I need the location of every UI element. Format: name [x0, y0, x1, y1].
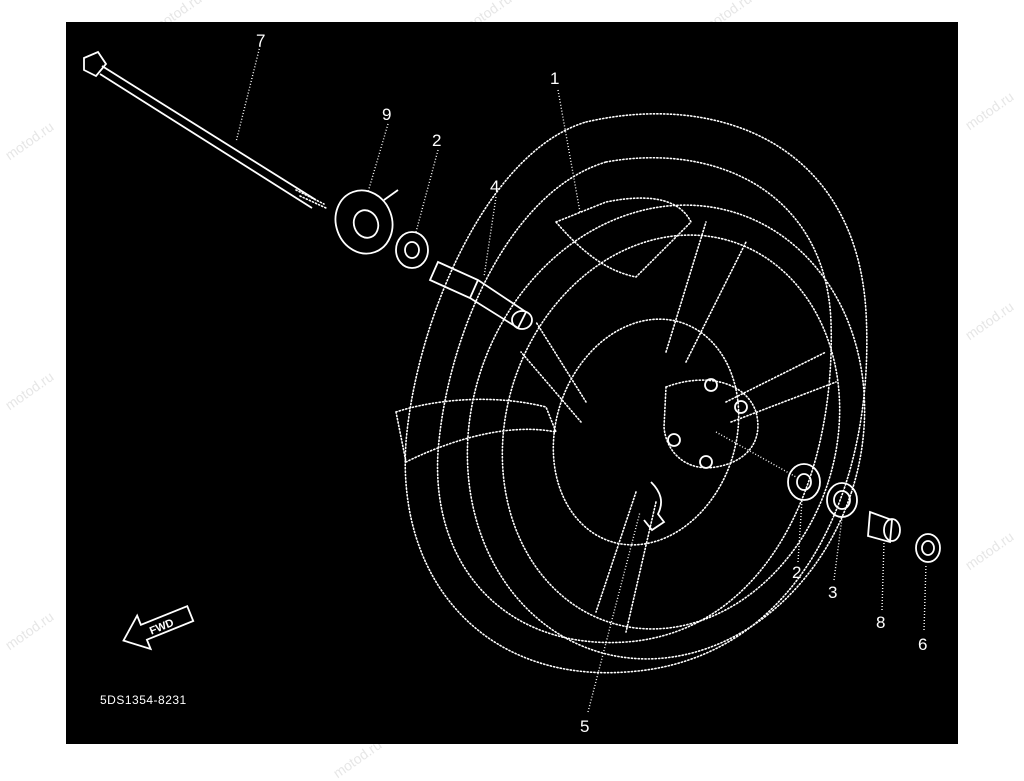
watermark-right-3: motod.ru	[962, 528, 1017, 574]
hub-bolt-4	[699, 455, 713, 469]
hub-bolt-3	[667, 433, 681, 447]
callout-7: 7	[256, 31, 265, 50]
callout-9: 9	[382, 105, 391, 124]
axle-shaft	[101, 65, 317, 201]
oil-seal	[826, 482, 858, 518]
spoke-ring	[552, 318, 740, 546]
hub-bolt-2	[734, 400, 748, 414]
cap	[915, 533, 941, 563]
watermark-right-2: motod.ru	[962, 298, 1017, 344]
leader-8	[881, 541, 885, 611]
watermark-right-1: motod.ru	[962, 88, 1017, 134]
collar	[867, 510, 901, 544]
spoke-right	[725, 351, 837, 423]
callout-4: 4	[490, 177, 499, 196]
callout-5: 5	[580, 717, 589, 736]
bearing-left	[395, 231, 429, 269]
leader-2-left	[415, 149, 439, 233]
axle-thread	[295, 189, 327, 209]
bearing-right	[787, 463, 821, 501]
watermark-left-3: motod.ru	[2, 608, 57, 654]
wheel-assembly	[404, 113, 868, 674]
tire-inner-edge	[436, 156, 833, 644]
tire-outline	[404, 113, 868, 674]
exploded-view: 7 9 2 4 1 2 3 8 6 5 FWD 5DS1354-8231	[83, 31, 941, 736]
parts-diagram: 7 9 2 4 1 2 3 8 6 5 FWD 5DS1354-8231	[66, 22, 958, 744]
fwd-arrow: FWD	[122, 604, 195, 651]
spoke-lower	[595, 491, 657, 633]
callout-6: 6	[918, 635, 927, 654]
gear-unit	[334, 189, 399, 255]
leader-2-right	[797, 499, 803, 563]
hub-body	[663, 379, 759, 469]
fwd-arrow-icon	[122, 604, 195, 651]
axle-head	[83, 50, 108, 78]
fender-upper	[554, 197, 692, 278]
leader-7	[235, 45, 261, 143]
rim-inner	[501, 234, 841, 630]
valve-stem	[643, 481, 666, 532]
axle-shaft-edge	[99, 73, 313, 209]
watermark-left-2: motod.ru	[2, 368, 57, 414]
spacer	[428, 260, 533, 330]
axle-centerline	[715, 431, 797, 478]
axle	[83, 50, 327, 209]
spoke-upper	[665, 221, 747, 363]
spoke-left	[520, 321, 587, 423]
callout-8: 8	[876, 613, 885, 632]
fender	[395, 197, 692, 464]
fender-lower	[395, 398, 558, 464]
callout-2-left: 2	[432, 131, 441, 150]
rim-outer	[466, 204, 866, 660]
callout-3: 3	[828, 583, 837, 602]
hub-bolt-1	[704, 378, 718, 392]
leader-9	[367, 123, 389, 193]
leader-1	[557, 89, 581, 213]
leader-6	[923, 563, 927, 631]
callout-1: 1	[550, 69, 559, 88]
diagram-code: 5DS1354-8231	[100, 693, 187, 707]
watermark-left-1: motod.ru	[2, 118, 57, 164]
callout-2-right: 2	[792, 563, 801, 582]
